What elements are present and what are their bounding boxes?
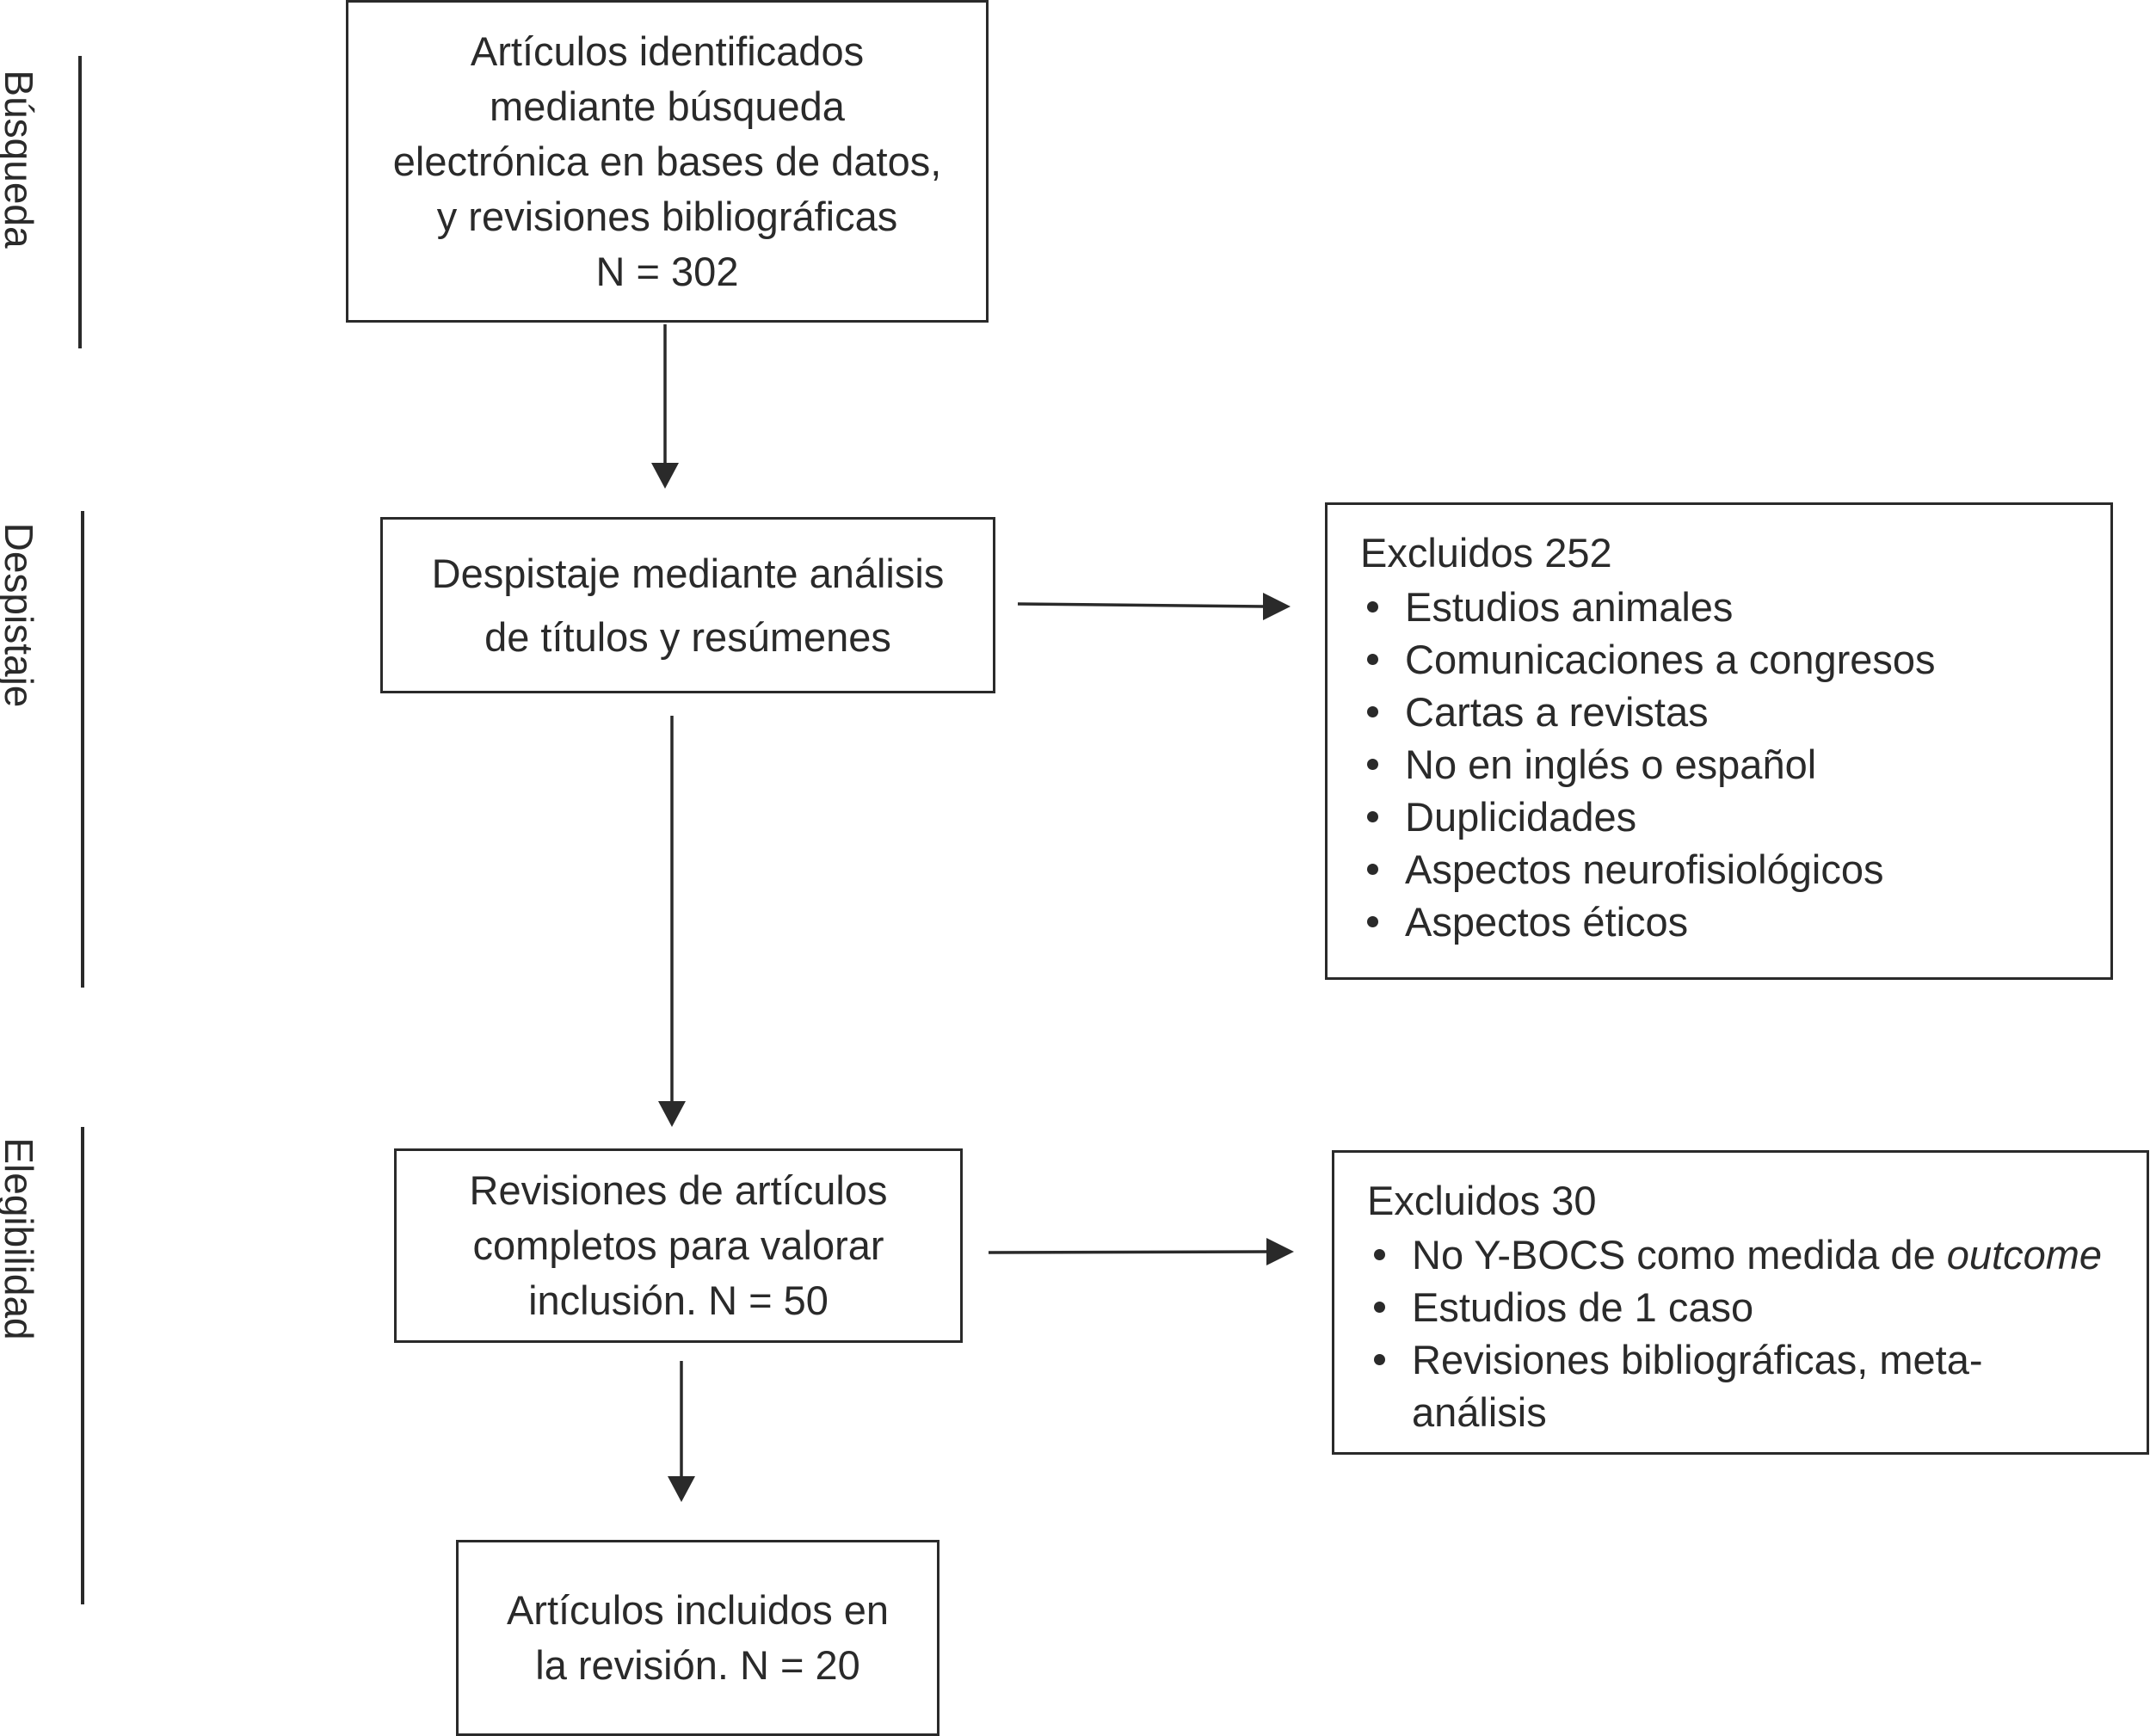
box-screening-line-1: Despistaje mediante análisis xyxy=(431,550,945,596)
list-item: Duplicidades xyxy=(1360,791,2110,843)
list-item: Aspectos neurofisiológicos xyxy=(1360,843,2110,896)
list-item: Revisiones bibliográficas, meta-análisis xyxy=(1367,1333,2147,1438)
list-item: No en inglés o español xyxy=(1360,738,2110,791)
box-included-line-1: Artículos incluidos en xyxy=(506,1587,890,1633)
list-item: Comunicaciones a congresos xyxy=(1360,633,2110,686)
box-excluded-first: Excluidos 252 Estudios animales Comunica… xyxy=(1325,502,2113,980)
box-fulltext-line-1: Revisiones de artículos xyxy=(469,1167,888,1213)
list-item: Aspectos éticos xyxy=(1360,896,2110,948)
bullet-icon xyxy=(1367,654,1378,665)
box-identified-line-4: y revisiones bibliográficas xyxy=(436,193,898,239)
arrowhead-5 xyxy=(1266,1238,1294,1265)
box-identified-line-1: Artículos identificados xyxy=(470,28,865,74)
list-item: No Y-BOCS como medida de outcome xyxy=(1367,1228,2147,1281)
bullet-icon xyxy=(1374,1302,1385,1313)
box-screening-line-2: de títulos y resúmenes xyxy=(484,613,891,660)
bullet-icon xyxy=(1367,864,1378,875)
arrowhead-3 xyxy=(668,1476,695,1502)
excluded-first-list: Estudios animales Comunicaciones a congr… xyxy=(1360,581,2110,948)
box-fulltext-line-3: inclusión. N = 50 xyxy=(528,1277,829,1323)
box-included-line-2: la revisión. N = 20 xyxy=(535,1642,860,1688)
list-item: Estudios animales xyxy=(1360,581,2110,633)
bullet-icon xyxy=(1374,1249,1385,1260)
excluded-second-title: Excluidos 30 xyxy=(1367,1178,1597,1223)
excluded-first-title: Excluidos 252 xyxy=(1360,530,1612,576)
arrow-fulltext-to-excluded xyxy=(988,1250,1269,1254)
box-excluded-second: Excluidos 30 No Y-BOCS como medida de ou… xyxy=(1332,1150,2149,1455)
box-identified-line-5: N = 302 xyxy=(595,248,739,294)
box-identified-line-3: electrónica en bases de datos, xyxy=(392,138,942,184)
arrowhead-4 xyxy=(1263,593,1291,620)
bullet-icon xyxy=(1367,811,1378,822)
bullet-icon xyxy=(1367,706,1378,717)
excluded-second-list: No Y-BOCS como medida de outcome Estudio… xyxy=(1367,1228,2147,1438)
box-identified: Artículos identificados mediante búsqued… xyxy=(346,0,989,323)
bullet-icon xyxy=(1367,916,1378,927)
stage-bar-busqueda xyxy=(78,56,82,348)
stage-bar-despistaje xyxy=(81,511,84,988)
box-fulltext-line-2: completos para valorar xyxy=(472,1222,884,1268)
arrow-screening-to-excluded xyxy=(1017,602,1266,608)
bullet-icon xyxy=(1374,1354,1385,1365)
box-screening: Despistaje mediante análisis de títulos … xyxy=(380,517,995,693)
box-fulltext: Revisiones de artículos completos para v… xyxy=(394,1148,963,1343)
stage-bar-elegibilidad xyxy=(81,1127,84,1604)
bullet-icon xyxy=(1367,601,1378,613)
arrowhead-2 xyxy=(658,1101,686,1127)
list-item: Cartas a revistas xyxy=(1360,686,2110,738)
box-included: Artículos incluidos en la revisión. N = … xyxy=(456,1540,939,1736)
arrowhead-1 xyxy=(651,463,679,489)
bullet-icon xyxy=(1367,759,1378,770)
list-item: Estudios de 1 caso xyxy=(1367,1281,2147,1333)
box-identified-line-2: mediante búsqueda xyxy=(490,83,845,129)
